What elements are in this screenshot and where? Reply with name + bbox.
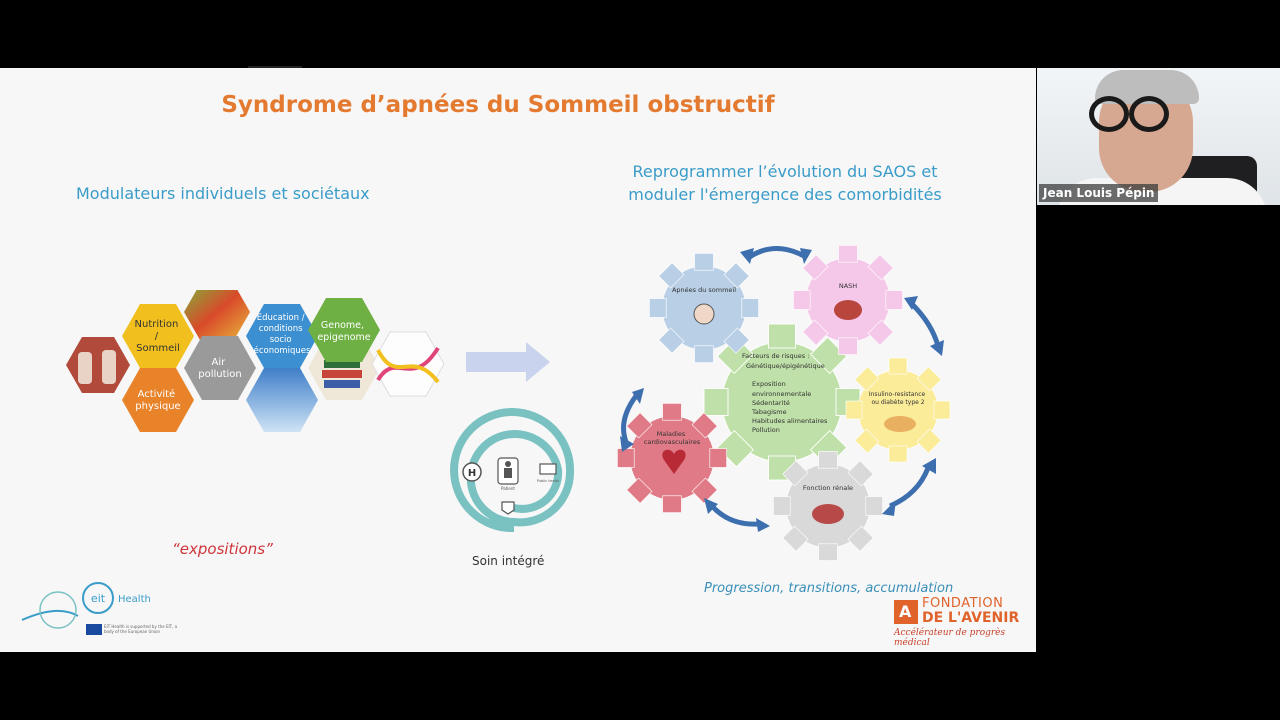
hex-activity-text: Activité physique [135, 388, 180, 412]
gear-insulin-text: Insulino-resistance ou diabète type 2 [869, 391, 927, 406]
sleeper-icon [693, 303, 715, 325]
fondation-line2: DE L'AVENIR [922, 610, 1020, 626]
hex-nutrition [122, 304, 194, 368]
right-arrow [466, 342, 550, 382]
liver-icon [834, 300, 862, 320]
fondation-mark-icon: A [894, 600, 918, 624]
gear-insulin [845, 357, 951, 463]
feet-photo-hex [66, 337, 130, 393]
svg-text:Public health: Public health [537, 479, 560, 483]
fondation-line1: FONDATION [922, 596, 1004, 611]
comorbidity-gears-diagram: Facteurs de risques : Génétique/épigénét… [616, 244, 951, 562]
dna-photo-hex [371, 331, 445, 397]
hex-genome [308, 298, 380, 362]
svg-text:Patient: Patient [501, 486, 515, 491]
hex-air-pollution [184, 336, 256, 400]
subtitle-reprogram: Reprogrammer l’évolution du SAOS et modu… [600, 160, 970, 206]
expositions-label: “expositions” [172, 540, 273, 558]
hex-activity [122, 368, 194, 432]
arrow-heads [620, 248, 944, 532]
hexagon-cluster: Nutrition / Sommeil Activité physique Ai… [66, 290, 445, 432]
vegetables-photo-hex [184, 290, 250, 340]
participant-video-tile[interactable]: Jean Louis Pépin [1037, 68, 1280, 205]
presentation-slide: Syndrome d’apnées du Sommeil obstructif … [0, 68, 1036, 652]
slide-title: Syndrome d’apnées du Sommeil obstructif [221, 92, 775, 118]
gear-apnea-label: Apnées du sommeil [672, 286, 736, 294]
subtitle-reprogram-line1: Reprogrammer l’évolution du SAOS et [632, 162, 938, 181]
svg-text:Health: Health [118, 594, 151, 605]
hex-nutrition-text: Nutrition / Sommeil [135, 319, 182, 354]
participant-name-label: Jean Louis Pépin [1039, 184, 1159, 202]
hex-education [246, 304, 318, 368]
svg-text:H: H [468, 468, 476, 479]
glasses-left [1089, 96, 1129, 132]
gear-cardio-text: Maladies cardiovasculaires [644, 430, 701, 446]
gear-nash-label: NASH [839, 282, 857, 290]
eit-support-note: EIT Health is supported by the EIT, a bo… [104, 624, 178, 634]
integrated-care-spiral: H Patient Public health [450, 408, 575, 533]
gear-risk-factors-text: Facteurs de risques : Génétique/épigénét… [742, 352, 829, 434]
bottom-black-bar [0, 652, 1280, 720]
cycle-arrows [621, 246, 941, 527]
subtitle-modulators: Modulateurs individuels et sociétaux [76, 184, 370, 203]
progression-caption: Progression, transitions, accumulation [704, 581, 954, 596]
fondation-tagline: Accélérateur de progrès médical [894, 628, 1006, 648]
hex-air-text: Air pollution [198, 357, 242, 380]
integrated-care-label: Soin intégré [472, 554, 545, 568]
subtitle-reprogram-line2: moduler l'émergence des comorbidités [628, 185, 942, 204]
sommeil-eit-health-logos: eit Health [21, 582, 151, 635]
sky-photo-hex [246, 368, 318, 432]
heart-icon [662, 449, 686, 474]
gear-renal-label: Fonction rénale [803, 484, 853, 492]
hex-genome-text: Genome, epigenome [317, 320, 370, 343]
pancreas-icon [884, 416, 916, 432]
top-black-bar [0, 0, 1280, 70]
hex-education-text: Education / conditions socio économiques [254, 313, 311, 356]
glasses-right [1129, 96, 1169, 132]
kidney-icon [812, 504, 844, 524]
svg-text:eit: eit [91, 592, 106, 605]
